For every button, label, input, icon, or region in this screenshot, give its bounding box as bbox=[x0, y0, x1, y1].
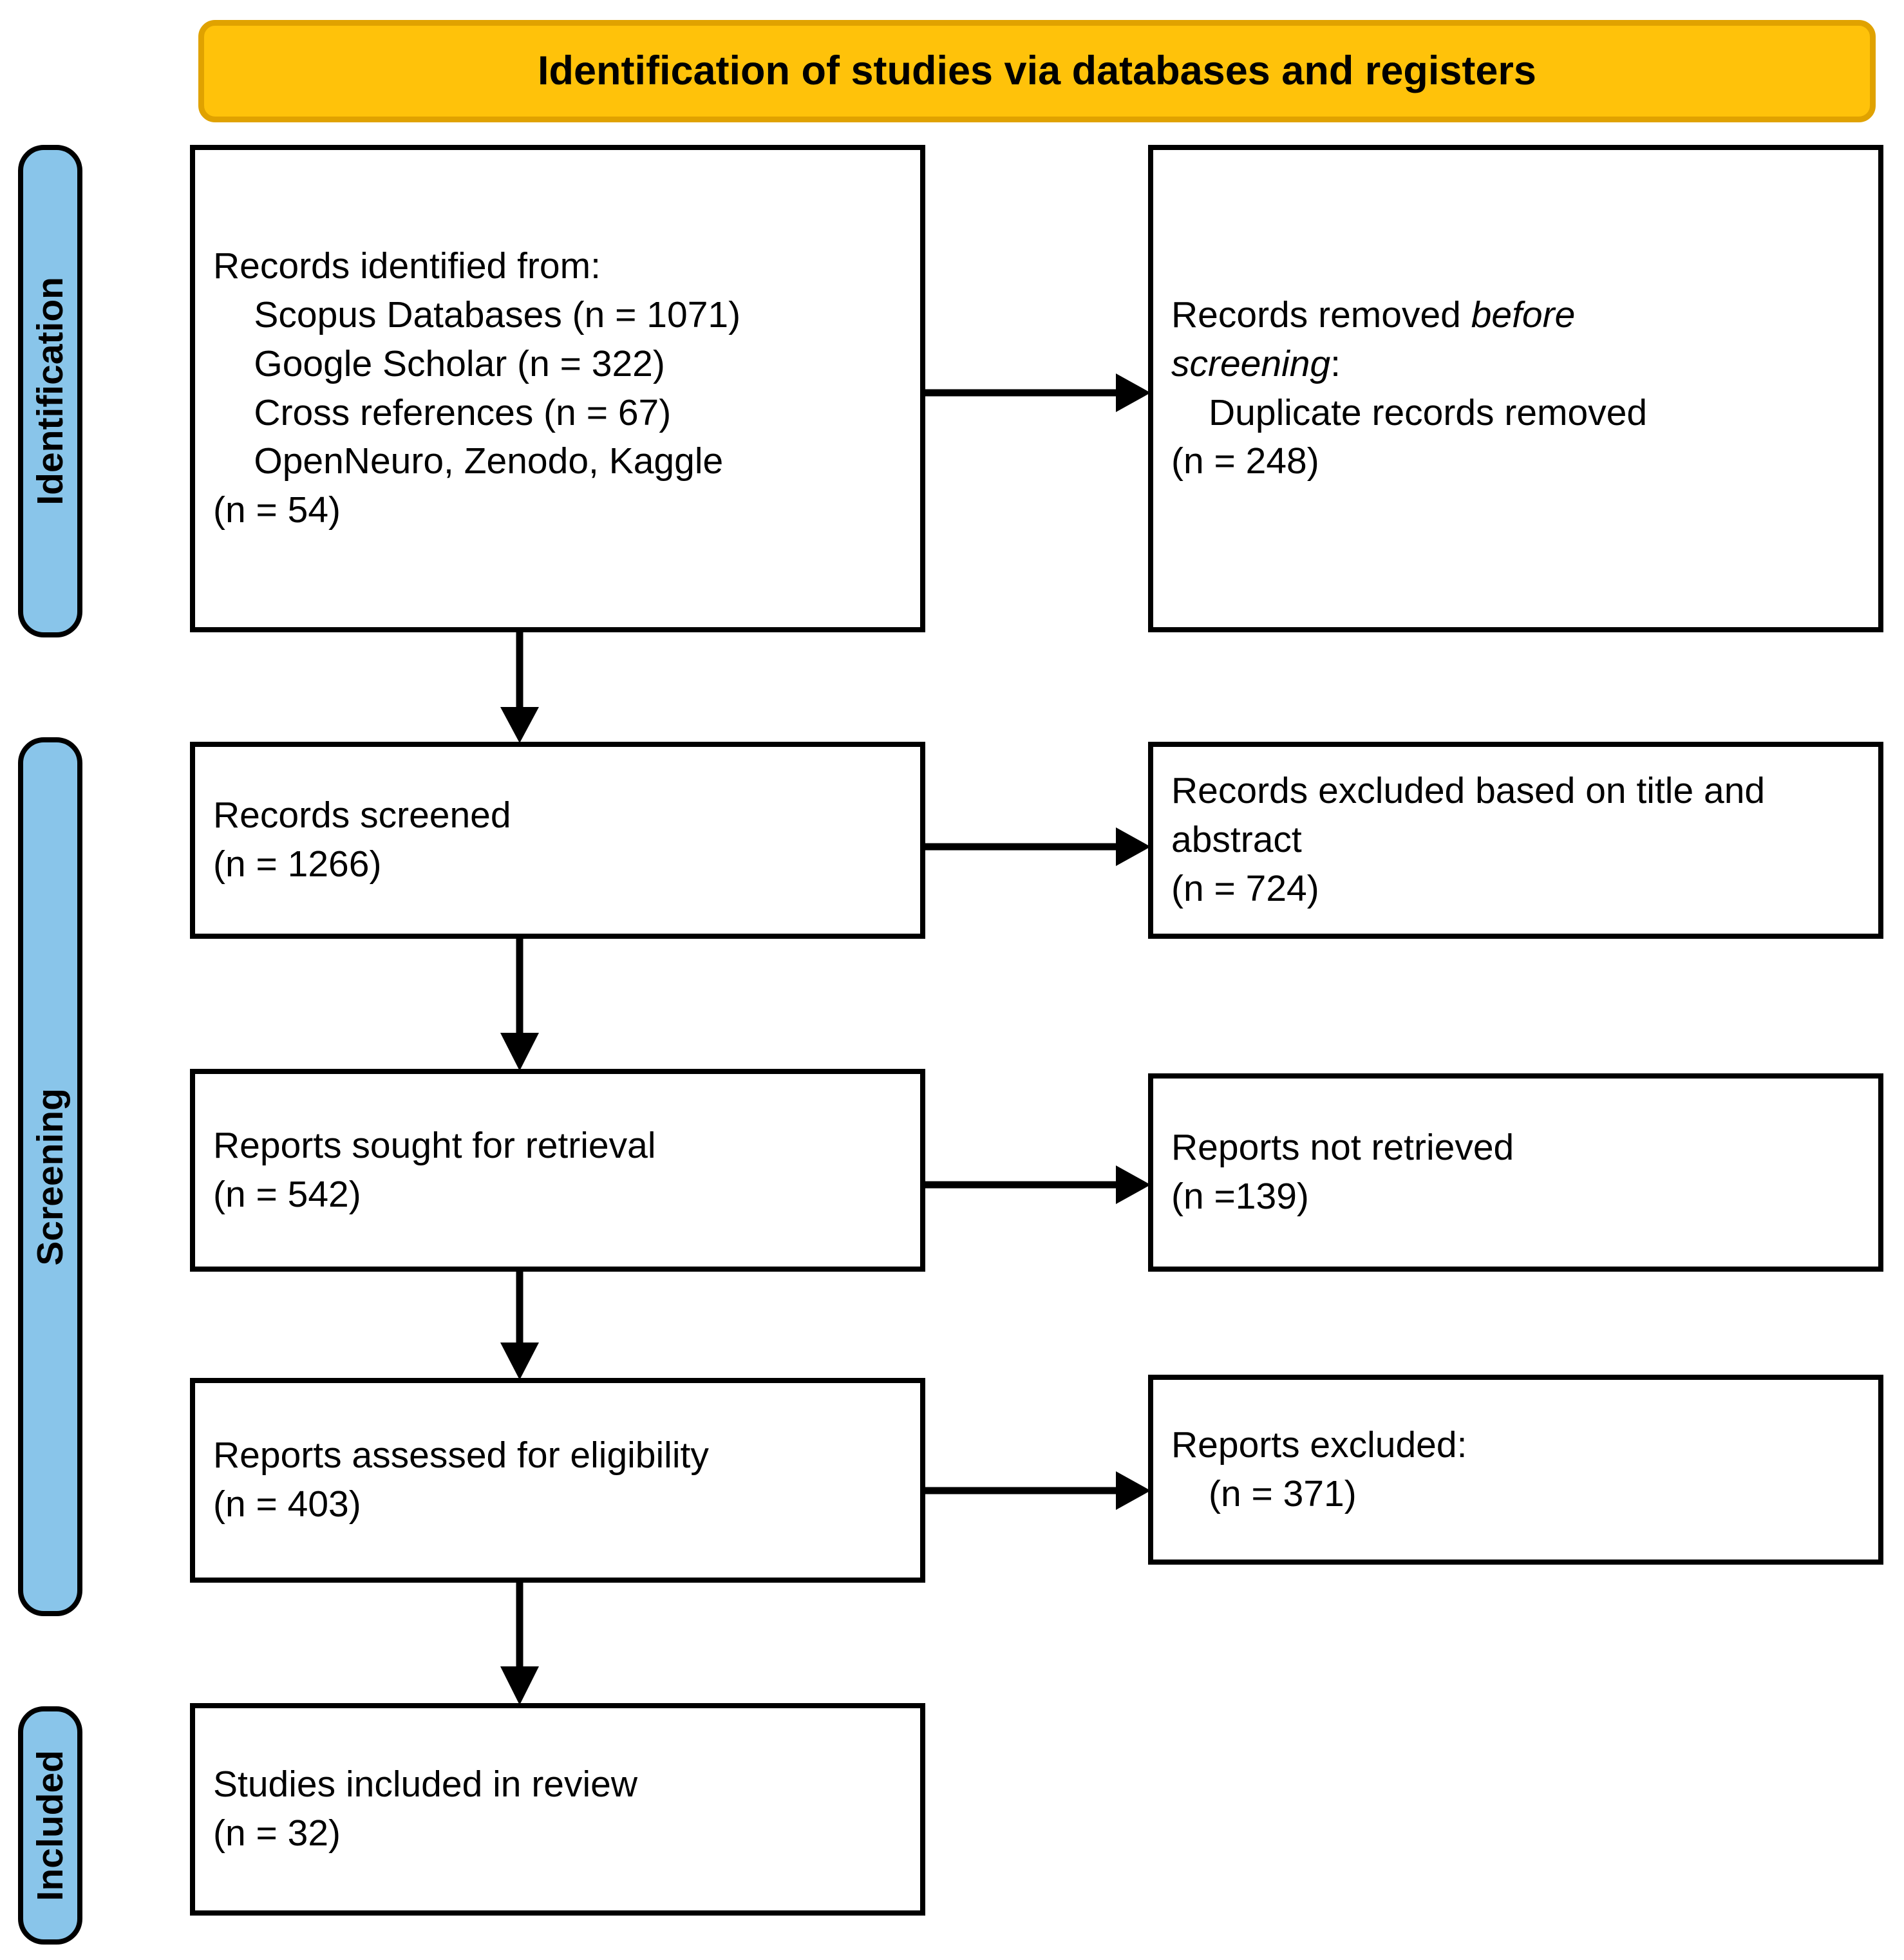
box-studies-included: Studies included in review (n = 32) bbox=[190, 1703, 925, 1916]
records-removed-line4: (n = 248) bbox=[1171, 440, 1319, 482]
page-title: Identification of studies via databases … bbox=[538, 48, 1536, 94]
box-reports-excluded-label: Reports excluded: bbox=[1171, 1424, 1467, 1465]
header-banner: Identification of studies via databases … bbox=[198, 20, 1876, 122]
records-removed-line2-plain: : bbox=[1330, 343, 1341, 384]
box-records-removed-text: Records removed before screening: Duplic… bbox=[1153, 291, 1878, 486]
box-reports-excluded-count-value: (n = 371) bbox=[1209, 1473, 1357, 1514]
box-reports-assessed: Reports assessed for eligibility (n = 40… bbox=[190, 1378, 925, 1583]
box-reports-sought: Reports sought for retrieval (n = 542) bbox=[190, 1069, 925, 1272]
box-records-screened: Records screened (n = 1266) bbox=[190, 742, 925, 939]
box-reports-assessed-label: Reports assessed for eligibility bbox=[213, 1435, 709, 1476]
arrow-right-sought-to-not-retrieved bbox=[925, 1159, 1151, 1211]
box-reports-not-retrieved: Reports not retrieved (n =139) bbox=[1148, 1073, 1883, 1272]
box-studies-included-label: Studies included in review bbox=[213, 1764, 638, 1805]
arrow-right-screened-to-excluded bbox=[925, 821, 1151, 872]
arrow-right-assessed-to-excluded bbox=[925, 1465, 1151, 1516]
arrow-down-assessed-to-included bbox=[493, 1583, 547, 1705]
box-records-identified-text: Records identified from: Scopus Database… bbox=[213, 245, 741, 531]
records-removed-line2-italic: screening bbox=[1171, 343, 1331, 384]
box-reports-excluded: Reports excluded: (n = 371) bbox=[1148, 1375, 1883, 1565]
box-studies-included-count: (n = 32) bbox=[213, 1813, 341, 1854]
stage-label-screening: Screening bbox=[18, 737, 82, 1616]
box-records-screened-label: Records screened bbox=[213, 795, 511, 836]
box-records-identified: Records identified from: Scopus Database… bbox=[190, 145, 925, 632]
box-reports-not-retrieved-count: (n =139) bbox=[1171, 1176, 1309, 1217]
arrow-down-identified-to-screened bbox=[493, 632, 547, 743]
box-reports-sought-count: (n = 542) bbox=[213, 1173, 361, 1215]
box-records-excluded-title-abstract-label: Records excluded based on title and abst… bbox=[1171, 770, 1775, 861]
arrow-down-screened-to-sought bbox=[493, 939, 547, 1071]
arrow-right-identified-to-removed bbox=[925, 367, 1151, 419]
stage-label-screening-text: Screening bbox=[29, 1088, 71, 1266]
box-records-excluded-title-abstract: Records excluded based on title and abst… bbox=[1148, 742, 1883, 939]
stage-label-included-text: Included bbox=[29, 1749, 71, 1901]
box-reports-not-retrieved-label: Reports not retrieved bbox=[1171, 1127, 1514, 1169]
box-records-screened-count: (n = 1266) bbox=[213, 843, 382, 885]
stage-label-identification: Identification bbox=[18, 145, 82, 637]
arrow-down-sought-to-assessed bbox=[493, 1272, 547, 1380]
records-removed-line3: Duplicate records removed bbox=[1209, 391, 1648, 433]
box-records-removed: Records removed before screening: Duplic… bbox=[1148, 145, 1883, 632]
records-removed-line1-plain: Records removed bbox=[1171, 294, 1471, 335]
box-reports-assessed-count: (n = 403) bbox=[213, 1484, 361, 1525]
stage-label-identification-text: Identification bbox=[29, 277, 71, 505]
records-removed-line1-italic: before bbox=[1471, 294, 1576, 335]
box-reports-excluded-count: (n = 371) bbox=[1153, 1470, 1878, 1519]
box-records-excluded-title-abstract-count: (n = 724) bbox=[1171, 867, 1319, 909]
stage-label-included: Included bbox=[18, 1706, 82, 1945]
box-reports-sought-label: Reports sought for retrieval bbox=[213, 1124, 656, 1166]
